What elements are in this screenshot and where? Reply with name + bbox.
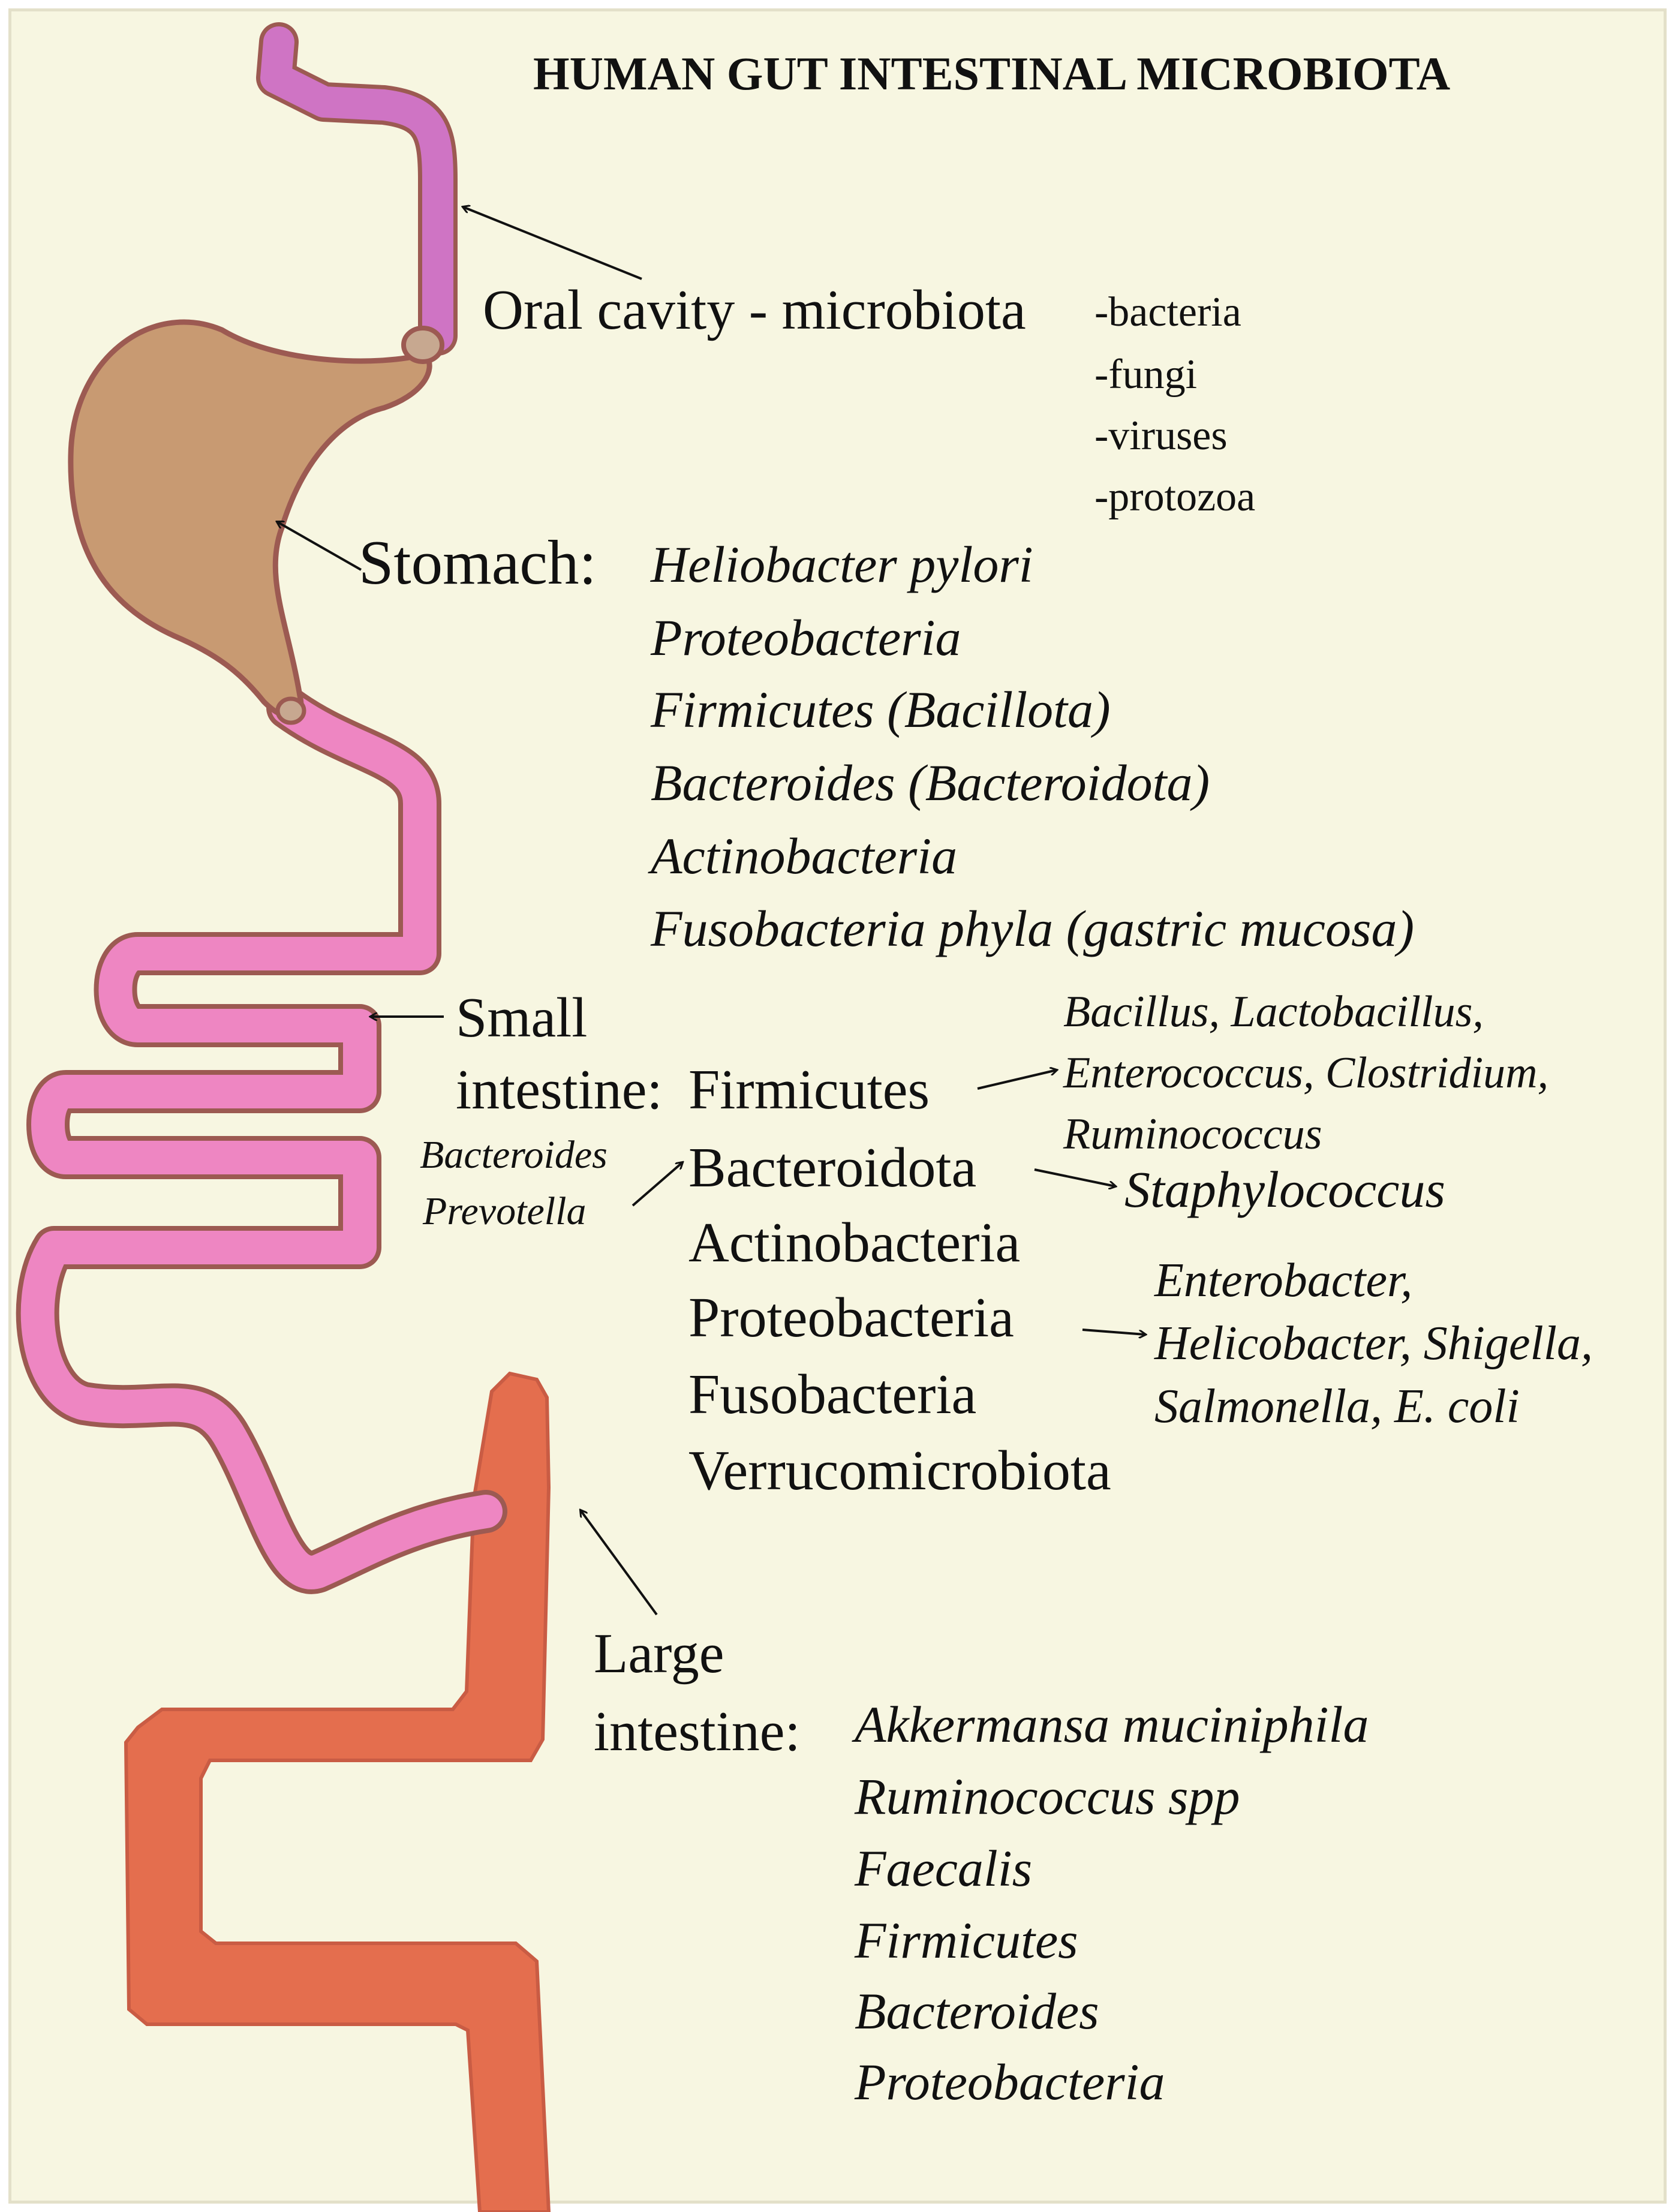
large-intestine-item: Akkermansa muciniphila bbox=[855, 1696, 1369, 1753]
large-intestine-item: Firmicutes bbox=[855, 1912, 1078, 1969]
oral-item: -protozoa bbox=[1094, 474, 1256, 520]
small-intestine-label-line2: intestine: bbox=[456, 1059, 663, 1121]
bacteroidota-left-label: Prevotella bbox=[423, 1189, 587, 1233]
oral-item: -fungi bbox=[1094, 351, 1198, 398]
phylum-verrucomicrobiota: Verrucomicrobiota bbox=[688, 1439, 1111, 1502]
firmicutes-genus: Enterococcus, Clostridium, bbox=[1063, 1048, 1549, 1098]
firmicutes-genus: Ruminococcus bbox=[1063, 1110, 1322, 1159]
proteobacteria-genus: Helicobacter, Shigella, bbox=[1154, 1317, 1593, 1370]
oral-cavity-arrow bbox=[463, 207, 642, 280]
large-intestine-item: Ruminococcus spp bbox=[855, 1768, 1240, 1825]
phylum-firmicutes: Firmicutes bbox=[688, 1059, 930, 1121]
pylorus-ring bbox=[275, 696, 306, 725]
small-intestine-label-line1: Small bbox=[456, 987, 588, 1049]
stomach-item: Actinobacteria bbox=[651, 827, 958, 885]
stomach-item: Heliobacter pylori bbox=[651, 536, 1033, 593]
large-intestine-shape bbox=[124, 1371, 551, 2212]
proteobacteria-genus: Salmonella, E. coli bbox=[1154, 1380, 1520, 1433]
proteobacteria-arrow bbox=[1082, 1329, 1145, 1335]
phylum-proteobacteria: Proteobacteria bbox=[688, 1287, 1014, 1349]
large-intestine-item: Faecalis bbox=[855, 1840, 1033, 1897]
cardia-ring bbox=[401, 326, 444, 364]
large-intestine-label-line2: intestine: bbox=[594, 1700, 801, 1763]
phylum-actinobacteria: Actinobacteria bbox=[688, 1212, 1021, 1274]
oral-cavity-label: Oral cavity - microbiota bbox=[483, 279, 1026, 341]
bacteroidota-left-label: Bacteroides bbox=[420, 1133, 608, 1177]
stomach-arrow bbox=[277, 522, 362, 571]
stomach-item: Fusobacteria phyla (gastric mucosa) bbox=[651, 900, 1415, 957]
large-intestine-arrow bbox=[581, 1510, 658, 1616]
stomach-label: Stomach: bbox=[359, 527, 597, 597]
stomach-item: Proteobacteria bbox=[651, 609, 961, 666]
oral-item: -viruses bbox=[1094, 413, 1228, 459]
bacteroidota-genus: Staphylococcus bbox=[1124, 1161, 1445, 1218]
firmicutes-genus: Bacillus, Lactobacillus, bbox=[1063, 987, 1484, 1036]
stomach-shape bbox=[68, 319, 432, 720]
bacteroides-left-arrow bbox=[631, 1162, 682, 1207]
large-intestine-label-line1: Large bbox=[594, 1622, 724, 1685]
diagram-title: HUMAN GUT INTESTINAL MICROBIOTA bbox=[533, 47, 1451, 100]
stomach-item: Bacteroides (Bacteroidota) bbox=[651, 754, 1210, 812]
large-intestine-item: Proteobacteria bbox=[855, 2053, 1165, 2111]
large-intestine-item: Bacteroides bbox=[855, 1982, 1099, 2040]
firmicutes-arrow bbox=[977, 1070, 1057, 1090]
oral-item: -bacteria bbox=[1094, 289, 1241, 335]
bacteroidota-arrow bbox=[1034, 1168, 1115, 1186]
phylum-fusobacteria: Fusobacteria bbox=[688, 1363, 977, 1426]
stomach-item: Firmicutes (Bacillota) bbox=[651, 681, 1111, 738]
proteobacteria-genus: Enterobacter, bbox=[1154, 1254, 1413, 1307]
phylum-bacteroidota: Bacteroidota bbox=[688, 1137, 977, 1199]
